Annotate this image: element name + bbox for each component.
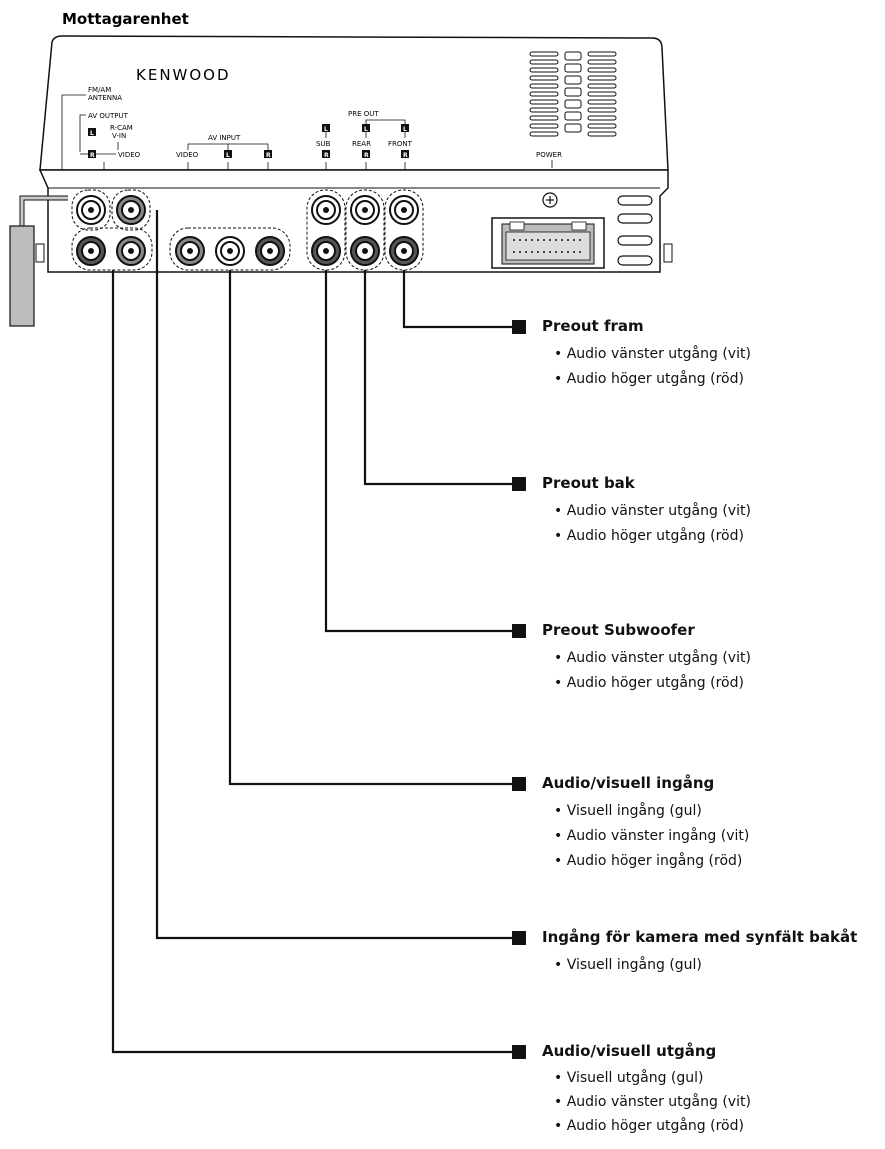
leader-av-output <box>111 270 512 1054</box>
jack-avin-left <box>215 236 245 266</box>
badge-r-avout: R <box>90 152 95 159</box>
jack-avout-top <box>76 195 106 225</box>
callout-title: Audio/visuell ingång <box>542 774 715 792</box>
badge-r-sub: R <box>324 152 329 159</box>
callout-item: • Audio höger utgång (röd) <box>554 1118 744 1134</box>
jack-front-left <box>389 195 419 225</box>
badge-l-front: L <box>403 126 407 133</box>
badge-r-avin: R <box>266 152 271 159</box>
label-video-out: VIDEO <box>118 151 141 159</box>
callout-item: • Visuell ingång (gul) <box>554 803 702 819</box>
jack-front-right <box>389 236 419 266</box>
callout-item: • Visuell utgång (gul) <box>554 1070 704 1086</box>
callout-title: Preout fram <box>542 317 644 335</box>
badge-r-rear: R <box>364 152 369 159</box>
jack-avout-bottom-left <box>76 236 106 266</box>
jack-avin-video <box>175 236 205 266</box>
jack-sub-left <box>311 195 341 225</box>
badge-l-avout: L <box>90 130 94 137</box>
callout-title: Preout bak <box>542 474 635 492</box>
jack-rear-left <box>350 195 380 225</box>
leader-av-input <box>228 270 512 786</box>
badge-r-front: R <box>403 152 408 159</box>
brand-logo: KENWOOD <box>136 66 231 84</box>
leader-lines <box>111 210 512 1054</box>
callout-item: • Audio vänster utgång (vit) <box>554 346 751 362</box>
label-power: POWER <box>536 151 562 159</box>
label-rear: REAR <box>352 140 371 148</box>
jack-avout-bottom-right <box>116 236 146 266</box>
leader-rcam-input <box>155 210 512 940</box>
callout-item: • Audio vänster utgång (vit) <box>554 650 751 666</box>
screw-icon <box>542 192 558 208</box>
callout-item: • Audio vänster ingång (vit) <box>554 828 750 844</box>
jack-rcam-top <box>116 195 146 225</box>
receiver-unit: KENWOOD <box>9 35 673 327</box>
unit-title: Mottagarenhet <box>62 10 189 28</box>
label-video-in: VIDEO <box>176 151 199 159</box>
label-antenna: ANTENNA <box>88 94 122 102</box>
callout-item: • Audio höger utgång (röd) <box>554 371 744 387</box>
badge-l-rear: L <box>364 126 368 133</box>
rca-jacks <box>76 195 419 266</box>
label-front: FRONT <box>388 140 413 148</box>
callout-title: Preout Subwoofer <box>542 621 695 639</box>
callout-item: • Audio vänster utgång (vit) <box>554 503 751 519</box>
jack-avin-right <box>255 236 285 266</box>
vent-grille <box>529 51 617 137</box>
side-vents <box>617 195 653 266</box>
callout-item: • Audio höger utgång (röd) <box>554 528 744 544</box>
power-connector <box>491 217 605 269</box>
leader-preout-rear <box>363 270 512 486</box>
label-pre-out: PRE OUT <box>348 110 379 118</box>
badge-l-avin: L <box>226 152 230 159</box>
label-av-input: AV INPUT <box>208 134 241 142</box>
jack-groups <box>71 189 424 271</box>
label-fm-am: FM/AM <box>88 86 111 94</box>
label-sub: SUB <box>316 140 331 148</box>
callout-item: • Visuell ingång (gul) <box>554 957 702 973</box>
callout-item: • Audio höger utgång (röd) <box>554 675 744 691</box>
callout-title: Audio/visuell utgång <box>542 1042 717 1060</box>
callout-item: • Audio vänster utgång (vit) <box>554 1094 751 1110</box>
callout-title: Ingång för kamera med synfält bakåt <box>542 928 858 946</box>
antenna-cable <box>9 195 68 327</box>
label-vin: V-IN <box>112 132 126 140</box>
badge-l-sub: L <box>324 126 328 133</box>
leader-markers <box>512 320 526 1059</box>
leader-preout-sub <box>324 270 512 633</box>
label-av-output: AV OUTPUT <box>88 112 129 120</box>
jack-sub-right <box>311 236 341 266</box>
callout-item: • Audio höger ingång (röd) <box>554 853 743 869</box>
label-rcam: R-CAM <box>110 124 133 132</box>
leader-preout-front <box>402 270 512 329</box>
jack-rear-right <box>350 236 380 266</box>
